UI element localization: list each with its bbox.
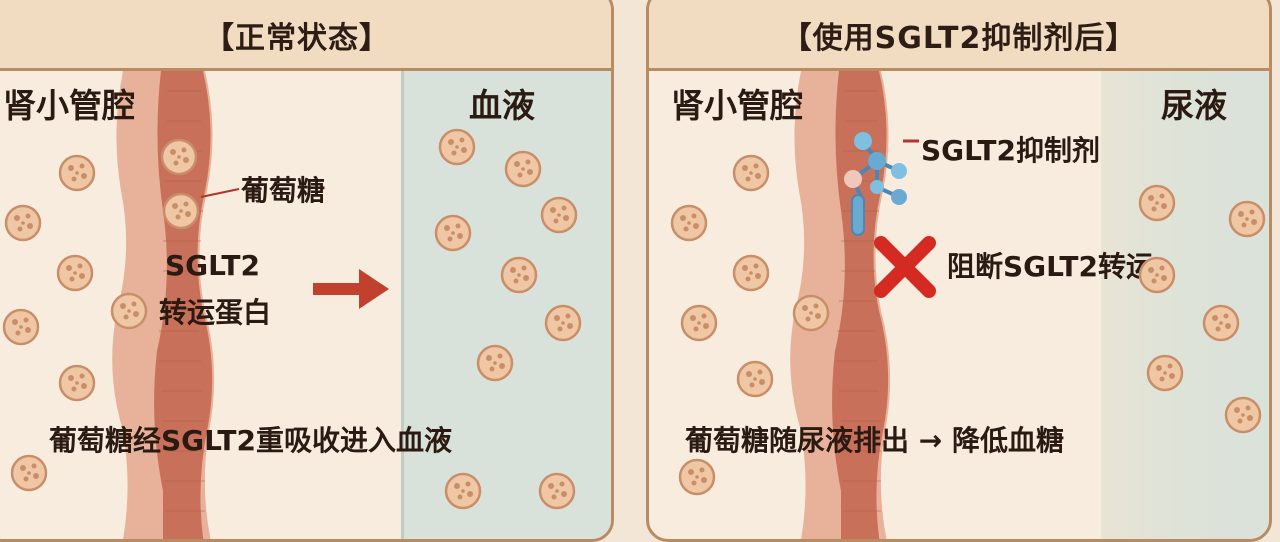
panel-inhibitor-state: 【使用SGLT2抑制剂后】 肾小管腔 尿液	[646, 0, 1272, 542]
panel-title: 【正常状态】	[204, 21, 390, 56]
glucose-molecule-icon	[1137, 255, 1177, 299]
glucose-label: 葡萄糖	[241, 174, 326, 207]
glucose-molecule-icon	[161, 191, 201, 235]
panel-normal-state: 【正常状态】 肾小管腔 血液 葡萄糖 SGLT2 转运蛋白 葡萄糖经SGLT2重…	[0, 0, 614, 542]
panel-header: 【使用SGLT2抑制剂后】	[649, 0, 1269, 71]
tubule-lumen-label: 肾小管腔	[671, 86, 803, 125]
glucose-molecule-icon	[669, 203, 709, 247]
glucose-molecule-icon	[1, 307, 41, 351]
urine-label: 尿液	[1161, 86, 1227, 125]
glucose-molecule-icon	[1227, 199, 1267, 243]
glucose-molecule-icon	[731, 153, 771, 197]
glucose-molecule-icon	[791, 293, 831, 337]
glucose-molecule-icon	[1145, 353, 1185, 397]
glucose-molecule-icon	[9, 453, 49, 497]
glucose-molecule-icon	[109, 291, 149, 335]
transporter-protein-label: 转运蛋白	[159, 296, 272, 329]
tubule-wall	[790, 71, 891, 539]
glucose-molecule-icon	[539, 195, 579, 239]
glucose-molecule-icon	[57, 153, 97, 197]
glucose-molecule-icon	[679, 303, 719, 347]
red-x-icon	[874, 236, 936, 298]
glucose-molecule-icon	[1201, 303, 1241, 347]
glucose-molecule-icon	[159, 137, 199, 181]
glucose-molecule-icon	[499, 255, 539, 299]
glucose-molecule-icon	[57, 363, 97, 407]
panel-title: 【使用SGLT2抑制剂后】	[781, 21, 1137, 56]
glucose-molecule-icon	[443, 471, 483, 515]
glucose-molecule-icon	[1137, 183, 1177, 227]
panel-header: 【正常状态】	[0, 0, 611, 71]
urine-region	[1101, 71, 1269, 539]
blood-label: 血液	[469, 86, 535, 125]
glucose-molecule-icon	[503, 149, 543, 193]
inhibitor-molecule-icon	[844, 132, 907, 236]
glucose-molecule-icon	[1223, 395, 1263, 439]
glucose-molecule-icon	[735, 359, 775, 403]
glucose-leader-line	[200, 188, 240, 198]
inhibitor-label: SGLT2抑制剂	[921, 134, 1100, 167]
glucose-molecule-icon	[677, 457, 717, 501]
tubule-lumen-label: 肾小管腔	[3, 86, 135, 125]
glucose-molecule-icon	[543, 303, 583, 347]
glucose-molecule-icon	[437, 127, 477, 171]
tubule-wall	[112, 71, 215, 539]
glucose-molecule-icon	[3, 203, 43, 247]
glucose-molecule-icon	[731, 253, 771, 297]
sglt2-label: SGLT2	[165, 249, 260, 282]
glucose-molecule-icon	[55, 253, 95, 297]
right-arrow-icon	[313, 269, 389, 309]
excretion-caption: 葡萄糖随尿液排出 → 降低血糖	[685, 424, 1064, 457]
inhibitor-leader-line	[903, 139, 919, 143]
glucose-molecule-icon	[537, 471, 577, 515]
reabsorption-caption: 葡萄糖经SGLT2重吸收进入血液	[49, 424, 452, 457]
glucose-molecule-icon	[433, 213, 473, 257]
block-transport-label: 阻断SGLT2转运	[947, 250, 1154, 283]
blood-region	[401, 71, 611, 539]
glucose-molecule-icon	[475, 343, 515, 387]
